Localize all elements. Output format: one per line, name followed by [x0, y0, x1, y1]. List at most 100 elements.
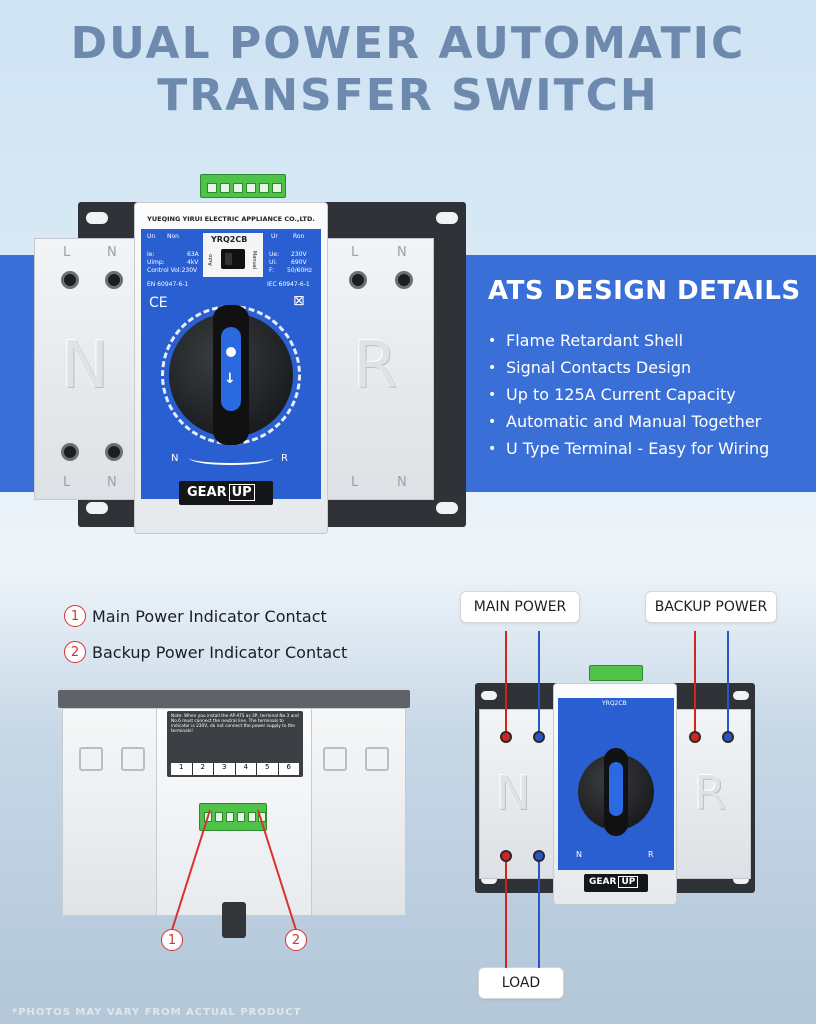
- disposal-icon: ⊠: [293, 293, 305, 309]
- ron-label: Ron: [293, 233, 305, 240]
- knob-indicator: ↓: [221, 327, 241, 411]
- number-badge: 2: [64, 641, 86, 663]
- signal-connector: [200, 174, 286, 198]
- n-letter: N: [61, 329, 109, 403]
- terminal-strip: 1 2 3 4 5 6: [171, 763, 299, 775]
- signal-connector: [589, 665, 643, 681]
- list-item: •U Type Terminal - Easy for Wiring: [488, 439, 770, 458]
- selector-knob[interactable]: [578, 748, 654, 836]
- ats-device-front: L N N L N L N R L N YUEQING YIRUI ELECTR…: [30, 172, 470, 537]
- spec-ie-val: 63A: [187, 251, 199, 258]
- dot-icon: [226, 347, 236, 357]
- spec-ui-val: 690V: [291, 259, 307, 266]
- terminal-live-top-left: [500, 731, 512, 743]
- backup-power-neutral-wire: [727, 631, 729, 737]
- terminal-label-l: L: [63, 475, 71, 490]
- terminal-neutral-bottom-left: [533, 850, 545, 862]
- list-item: •Signal Contacts Design: [488, 358, 692, 377]
- details-heading: ATS DESIGN DETAILS: [488, 276, 801, 306]
- mount-hole: [86, 212, 108, 224]
- ur-label: Ur: [271, 233, 278, 240]
- main-power-label: MAIN POWER: [460, 591, 580, 623]
- dial-n-label: N: [576, 850, 582, 859]
- un-label: Un: [147, 233, 156, 240]
- spec-control: Control Vol:230V: [147, 267, 198, 274]
- terminal-screw: [395, 271, 413, 289]
- legend-label: Backup Power Indicator Contact: [92, 642, 348, 662]
- terminal-live-bottom-left: [500, 850, 512, 862]
- spec-ie: Ie:: [147, 251, 155, 258]
- control-panel: YRQ2CB N R: [558, 698, 674, 870]
- legend-main-power: 1 Main Power Indicator Contact: [64, 605, 327, 627]
- terminal-screw: [349, 271, 367, 289]
- maker-label: YUEQING YIRUI ELECTRIC APPLIANCE CO.,LTD…: [147, 215, 315, 223]
- details-list: •Flame Retardant Shell •Signal Contacts …: [488, 330, 808, 465]
- terminal-label-l: L: [351, 245, 359, 260]
- page-title: DUAL POWER AUTOMATIC TRANSFER SWITCH: [0, 18, 816, 122]
- spec-uimp-val: 4kV: [187, 259, 199, 266]
- terminal-screw: [61, 443, 79, 461]
- model-label: YRQ2CB: [602, 700, 627, 707]
- back-note: Note: When you install the AP-ATS as 3P,…: [171, 714, 299, 734]
- control-panel: YUEQING YIRUI ELECTRIC APPLIANCE CO.,LTD…: [141, 215, 321, 499]
- load-neutral-wire: [538, 856, 540, 968]
- bullet-icon: •: [488, 387, 497, 403]
- legend-label: Main Power Indicator Contact: [92, 606, 327, 626]
- disclaimer: *PHOTOS MAY VARY FROM ACTUAL PRODUCT: [12, 1007, 302, 1018]
- back-left-module: [62, 708, 158, 916]
- spec-ui: Ui:: [269, 259, 278, 266]
- legend-backup-power: 2 Backup Power Indicator Contact: [64, 641, 347, 663]
- r-letter: R: [694, 766, 726, 820]
- model-label-area: YRQ2CB Auto Manual: [203, 233, 263, 277]
- n-letter: N: [496, 766, 531, 820]
- title-line-1: DUAL POWER AUTOMATIC: [70, 18, 746, 69]
- main-power-live-wire: [505, 631, 507, 737]
- callout-badge-1: 1: [161, 929, 183, 951]
- load-label: LOAD: [478, 967, 564, 999]
- bullet-icon: •: [488, 333, 497, 349]
- mount-hole: [436, 502, 458, 514]
- mount-hole: [86, 502, 108, 514]
- terminal-screw: [61, 271, 79, 289]
- mount-hole: [436, 212, 458, 224]
- spec-ue: Ue:: [269, 251, 280, 258]
- spec-f-val: 50/60Hz: [287, 267, 312, 274]
- bullet-icon: •: [488, 441, 497, 457]
- non-label: Non: [167, 233, 179, 240]
- knob-grip: ↓: [213, 305, 249, 445]
- r-letter: R: [353, 329, 398, 403]
- ats-center-body: YUEQING YIRUI ELECTRIC APPLIANCE CO.,LTD…: [134, 202, 328, 534]
- back-right-module: [310, 708, 406, 916]
- terminal-live-top-right: [689, 731, 701, 743]
- standard-en: EN 60947-6-1: [147, 281, 189, 288]
- terminal-neutral-top-left: [533, 731, 545, 743]
- r-module: R: [675, 709, 751, 879]
- terminal-label-n: N: [107, 475, 117, 490]
- spec-f: F:: [269, 267, 275, 274]
- spec-uimp: Uimp:: [147, 259, 165, 266]
- standard-iec: IEC 60947-6-1: [267, 281, 310, 288]
- terminal-label-n: N: [107, 245, 117, 260]
- spec-ue-val: 230V: [291, 251, 307, 258]
- n-module: L N N L N: [34, 238, 138, 500]
- terminal-label-n: N: [397, 475, 407, 490]
- back-label: Note: When you install the AP-ATS as 3P,…: [167, 711, 303, 777]
- backup-power-label: BACKUP POWER: [645, 591, 777, 623]
- dial-r-label: R: [648, 850, 654, 859]
- back-foot: [222, 902, 246, 938]
- list-item: •Automatic and Manual Together: [488, 412, 762, 431]
- list-item: •Up to 125A Current Capacity: [488, 385, 736, 404]
- terminal-label-l: L: [351, 475, 359, 490]
- callout-badge-2: 2: [285, 929, 307, 951]
- back-top-bar: [58, 690, 410, 708]
- selector-knob[interactable]: ↓: [169, 305, 293, 445]
- terminal-neutral-top-right: [722, 731, 734, 743]
- title-line-2: TRANSFER SWITCH: [157, 70, 659, 121]
- dial-r-label: R: [281, 453, 288, 464]
- r-module: L N R L N: [322, 238, 434, 500]
- auto-manual-switch[interactable]: [221, 249, 245, 269]
